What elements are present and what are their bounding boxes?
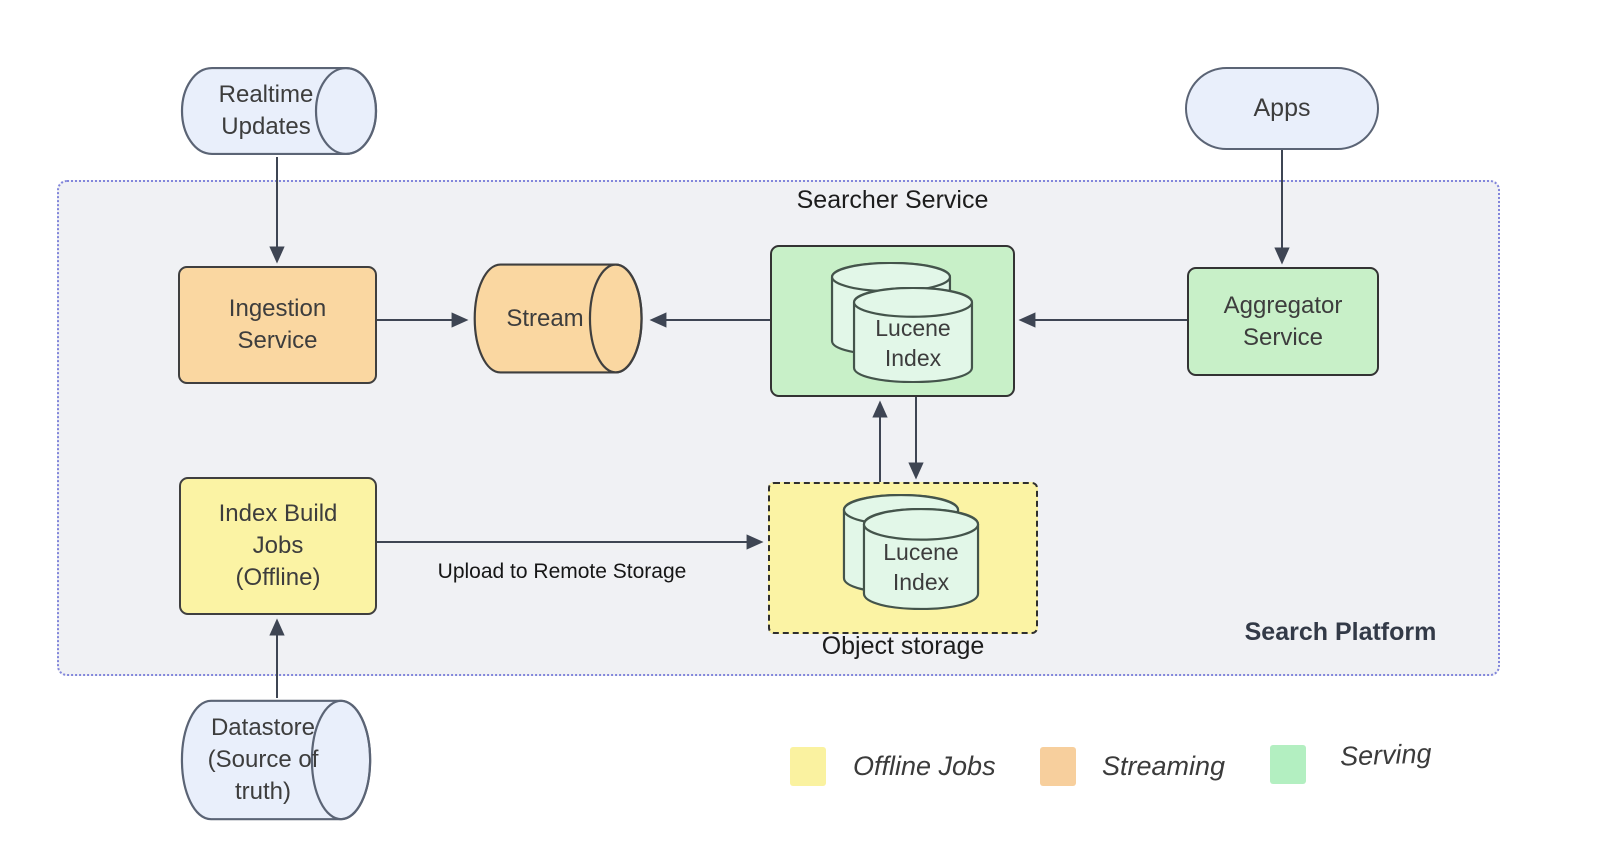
node-index-build-jobs: Index Build Jobs (Offline) <box>179 477 377 615</box>
index-build-jobs-label: Index Build Jobs (Offline) <box>218 500 338 591</box>
stream-label: Stream <box>506 304 584 332</box>
search-platform-title: Search Platform <box>1244 618 1437 646</box>
horizontal-cylinder-shape <box>473 262 645 375</box>
realtime-updates-label: Realtime Updates <box>218 81 314 140</box>
legend-swatch-serving <box>1270 745 1306 784</box>
ingestion-service-label: Ingestion Service <box>228 295 327 354</box>
node-apps: Apps <box>1185 67 1379 150</box>
legend-swatch-streaming <box>1040 747 1076 786</box>
aggregator-service-label: Aggregator Service <box>1223 291 1343 351</box>
database-cylinder-shape <box>852 287 974 383</box>
object-lucene-cylinder-front: Lucene Index <box>862 508 980 610</box>
node-realtime-updates: Realtime Updates <box>180 66 380 156</box>
node-stream: Stream <box>473 262 645 375</box>
searcher-lucene-index-label: Lucene Index <box>875 314 951 371</box>
node-datastore: Datastore (Source of truth) <box>180 698 374 822</box>
horizontal-cylinder-shape <box>180 698 374 822</box>
upload-edge-label: Upload to Remote Storage <box>437 560 687 583</box>
node-ingestion-service: Ingestion Service <box>178 266 377 384</box>
legend-label-serving: Serving <box>1339 738 1433 772</box>
object-storage-title: Object storage <box>821 632 985 660</box>
legend-label-offline-jobs: Offline Jobs <box>853 751 996 781</box>
node-aggregator-service: Aggregator Service <box>1187 267 1379 376</box>
database-cylinder-shape <box>862 508 980 610</box>
apps-label: Apps <box>1253 94 1311 122</box>
datastore-label: Datastore (Source of truth) <box>207 714 319 805</box>
searcher-service-title: Searcher Service <box>796 186 989 214</box>
horizontal-cylinder-shape <box>180 66 380 156</box>
legend-label-streaming: Streaming <box>1102 751 1226 781</box>
object-lucene-index-label: Lucene Index <box>883 538 959 595</box>
legend-swatch-offline-jobs <box>790 747 826 786</box>
searcher-lucene-cylinder-front: Lucene Index <box>852 287 974 383</box>
